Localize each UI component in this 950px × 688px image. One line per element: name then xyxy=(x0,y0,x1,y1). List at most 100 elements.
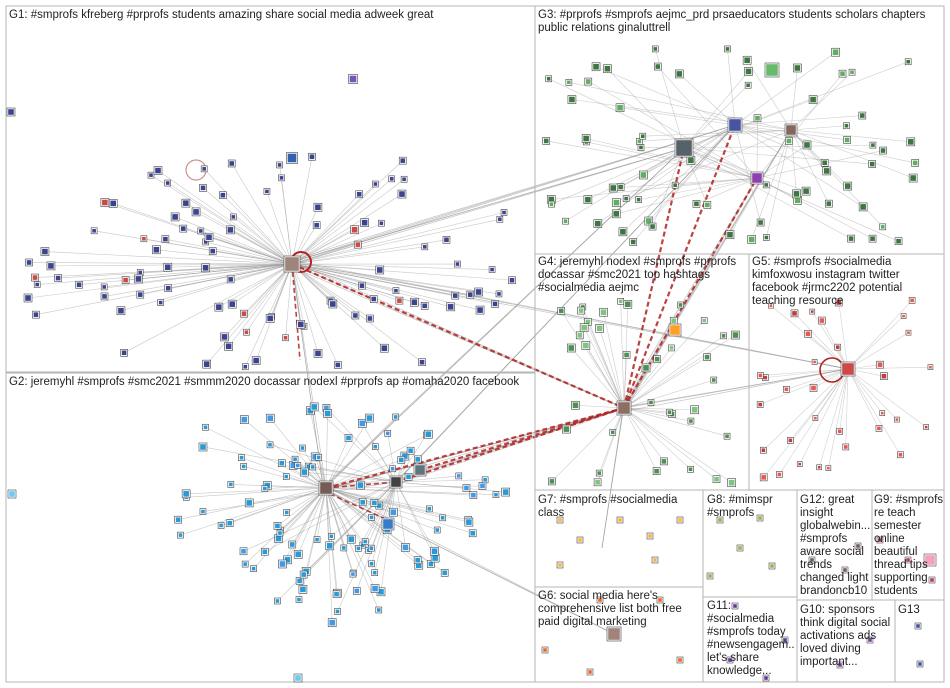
node-avatar xyxy=(369,515,374,520)
node-avatar xyxy=(102,199,108,206)
node-avatar xyxy=(764,676,768,680)
node-avatar xyxy=(878,538,882,542)
edge xyxy=(200,230,293,265)
node-avatar xyxy=(360,499,365,505)
edge xyxy=(790,129,914,179)
node-avatar xyxy=(860,204,866,210)
node-avatar xyxy=(840,71,845,76)
edge xyxy=(325,437,349,489)
edge xyxy=(186,487,327,498)
node-avatar xyxy=(180,226,186,231)
node-avatar xyxy=(42,248,48,255)
edge xyxy=(847,332,909,370)
node-avatar xyxy=(306,464,311,468)
node-avatar xyxy=(744,57,750,64)
edge xyxy=(746,60,792,131)
edge xyxy=(790,67,798,131)
edge xyxy=(291,156,313,265)
edge xyxy=(818,368,849,468)
edge xyxy=(679,73,736,126)
node-avatar xyxy=(301,572,306,577)
node-avatar xyxy=(705,202,710,208)
node-avatar xyxy=(648,534,652,538)
edge xyxy=(568,82,792,131)
edge-layer xyxy=(27,48,931,635)
edge xyxy=(224,263,293,338)
node-avatar xyxy=(604,65,611,72)
node-avatar xyxy=(427,507,432,511)
node-avatar xyxy=(492,301,498,307)
node-avatar xyxy=(711,378,716,382)
node-avatar xyxy=(786,125,796,135)
node-avatar xyxy=(220,192,226,198)
node-avatar xyxy=(613,199,620,206)
node-avatar xyxy=(844,183,851,189)
node-avatar xyxy=(509,277,515,283)
node-avatar xyxy=(221,334,228,340)
node-avatar xyxy=(793,191,800,197)
node-avatar xyxy=(219,523,223,528)
edge xyxy=(291,263,319,354)
node-avatar xyxy=(203,240,208,244)
node-avatar xyxy=(896,238,901,244)
node-avatar xyxy=(910,175,916,181)
edge xyxy=(291,193,403,265)
node-avatar xyxy=(324,410,331,417)
node-avatar xyxy=(654,468,659,474)
node-avatar xyxy=(334,591,339,597)
node-avatar xyxy=(138,270,143,275)
node-avatar xyxy=(813,360,816,364)
node-avatar xyxy=(467,292,473,297)
node-avatar xyxy=(267,415,274,422)
node-avatar xyxy=(422,245,427,249)
node-avatar xyxy=(164,264,171,271)
edge xyxy=(291,263,479,293)
edge xyxy=(241,457,327,489)
node-avatar xyxy=(745,68,752,75)
edge xyxy=(329,487,615,635)
node-avatar xyxy=(916,624,920,628)
node-avatar xyxy=(732,332,739,338)
node-avatar xyxy=(827,466,830,470)
node-avatar xyxy=(367,316,373,321)
edge xyxy=(734,124,916,164)
node-avatar xyxy=(907,331,910,334)
node-avatar xyxy=(435,528,440,532)
node-avatar xyxy=(475,289,482,295)
edge xyxy=(325,487,419,566)
node-avatar xyxy=(275,599,280,603)
node-avatar xyxy=(910,298,914,303)
edge xyxy=(623,356,708,409)
node-avatar xyxy=(359,283,365,288)
node-avatar xyxy=(26,260,32,265)
edge xyxy=(325,487,337,595)
edge xyxy=(150,174,293,265)
node-avatar xyxy=(402,544,409,551)
edge xyxy=(295,147,685,264)
node-avatar xyxy=(817,465,821,469)
edge xyxy=(812,311,849,370)
edge xyxy=(395,481,435,552)
node-avatar xyxy=(246,500,253,506)
edge xyxy=(847,300,913,370)
node-avatar xyxy=(617,104,623,111)
node-avatar xyxy=(183,491,189,497)
node-avatar xyxy=(48,263,54,269)
edge xyxy=(623,379,714,409)
node-avatar xyxy=(618,518,622,522)
edge xyxy=(291,263,371,319)
node-avatar xyxy=(348,536,355,542)
node-avatar xyxy=(137,292,143,297)
edge xyxy=(847,368,901,455)
node-avatar xyxy=(361,543,365,547)
node-avatar xyxy=(546,76,551,81)
edge xyxy=(104,263,293,297)
edge xyxy=(291,178,392,265)
edge xyxy=(79,263,293,286)
node-avatar xyxy=(366,415,373,421)
node-avatar xyxy=(832,49,839,56)
edge xyxy=(548,78,758,179)
edge xyxy=(623,407,657,472)
node-avatar xyxy=(399,191,405,197)
node-avatar xyxy=(102,294,107,299)
